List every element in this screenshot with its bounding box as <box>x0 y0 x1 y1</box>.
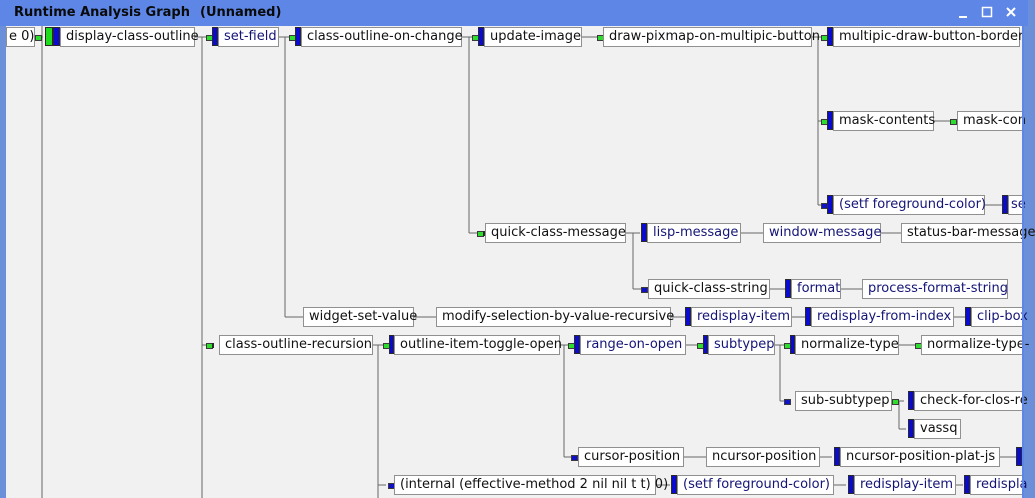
graph-node[interactable]: outline-item-toggle-open <box>394 335 562 355</box>
graph-edges <box>37 26 1016 498</box>
node-marker <box>785 279 791 298</box>
graph-node[interactable]: check-for-clos-re <box>914 391 1028 411</box>
connector-pin <box>641 287 648 293</box>
node-marker <box>703 335 708 354</box>
graph-node[interactable]: mask-contents <box>833 111 935 131</box>
graph-node[interactable]: widget-set-value <box>303 307 417 327</box>
connector-pin <box>571 455 578 461</box>
graph-node[interactable]: lisp-message <box>647 223 741 243</box>
node-marker <box>685 307 691 326</box>
graph-node[interactable]: quick-class-message <box>485 223 626 243</box>
title-bar: Runtime Analysis Graph (Unnamed) <box>0 0 1028 26</box>
node-marker <box>1002 195 1008 214</box>
node-marker <box>574 335 580 354</box>
graph-node[interactable]: class-outline-recursion <box>219 335 373 355</box>
node-marker <box>212 27 218 46</box>
graph-node[interactable]: modify-selection-by-value-recursive <box>436 307 674 327</box>
node-marker <box>212 343 214 348</box>
graph-node[interactable]: status-bar-message <box>901 223 1035 243</box>
maximize-icon[interactable] <box>979 4 995 20</box>
node-marker <box>478 27 484 46</box>
graph-node[interactable]: redisplay-from-index <box>811 307 954 327</box>
graph-node[interactable]: display-class-outline <box>60 27 199 47</box>
graph-node[interactable]: cursor-position <box>578 447 684 467</box>
node-marker <box>45 27 53 46</box>
graph-node[interactable]: redispla <box>970 475 1028 495</box>
node-marker <box>908 391 914 410</box>
graph-node[interactable]: vassq <box>914 419 961 439</box>
node-marker <box>805 307 811 326</box>
graph-node[interactable]: ncursor-position-plat-js <box>840 447 1000 467</box>
node-marker <box>295 27 301 46</box>
node-marker <box>908 419 914 438</box>
graph-node[interactable]: normalize-type <box>795 335 899 355</box>
close-icon[interactable] <box>1003 4 1019 20</box>
graph-node[interactable]: quick-class-string <box>648 279 770 299</box>
graph-node[interactable]: multipic-draw-button-border <box>833 27 1023 47</box>
graph-node[interactable]: window-message <box>763 223 881 243</box>
graph-node[interactable]: ncursor-position <box>706 447 820 467</box>
graph-node[interactable]: set-field <box>218 27 279 47</box>
graph-node[interactable]: (internal (effective-method 2 nil nil t … <box>394 475 668 495</box>
node-marker <box>790 335 795 354</box>
graph-node[interactable]: format <box>791 279 841 299</box>
right-scroll-edge[interactable] <box>1022 26 1024 498</box>
node-marker <box>641 223 647 242</box>
graph-node[interactable]: subtypep <box>708 335 775 355</box>
graph-node[interactable]: class-outline-on-change <box>301 27 463 47</box>
node-marker <box>834 447 840 466</box>
connector-pin <box>784 399 791 405</box>
graph-node[interactable]: update-image <box>484 27 582 47</box>
node-marker <box>964 475 970 494</box>
graph-canvas[interactable]: e 0) display-class-outline set-field cla… <box>6 26 1035 498</box>
graph-node[interactable]: sub-subtypep <box>795 391 892 411</box>
graph-node[interactable]: mask-con <box>957 111 1026 131</box>
node-marker <box>1016 447 1022 466</box>
node-marker <box>53 27 60 46</box>
connector-pin <box>35 35 42 41</box>
node-marker <box>848 475 854 494</box>
node-marker <box>827 111 833 130</box>
node-marker <box>389 335 394 354</box>
window-subtitle: (Unnamed) <box>200 5 282 20</box>
graph-node[interactable]: e 0) <box>6 27 35 47</box>
graph-node[interactable]: (setf foreground-color) <box>677 475 834 495</box>
node-marker <box>671 475 677 494</box>
graph-node[interactable]: redisplay-item <box>854 475 956 495</box>
connector-pin <box>892 399 899 405</box>
minimize-icon[interactable] <box>955 4 971 20</box>
graph-node[interactable]: clip-box <box>971 307 1028 327</box>
node-marker <box>827 195 833 214</box>
graph-node[interactable]: draw-pixmap-on-multipic-button <box>603 27 820 47</box>
node-marker <box>965 307 971 326</box>
connector-pin <box>950 119 957 125</box>
node-marker <box>827 27 833 46</box>
graph-node[interactable]: process-format-string <box>862 279 1008 299</box>
graph-node[interactable]: (setf foreground-color) <box>833 195 986 215</box>
graph-node[interactable]: normalize-type- <box>921 335 1029 355</box>
node-marker <box>483 231 485 236</box>
graph-node[interactable]: redisplay-item <box>691 307 792 327</box>
graph-node[interactable]: range-on-open <box>580 335 686 355</box>
window-title: Runtime Analysis Graph <box>14 5 190 20</box>
